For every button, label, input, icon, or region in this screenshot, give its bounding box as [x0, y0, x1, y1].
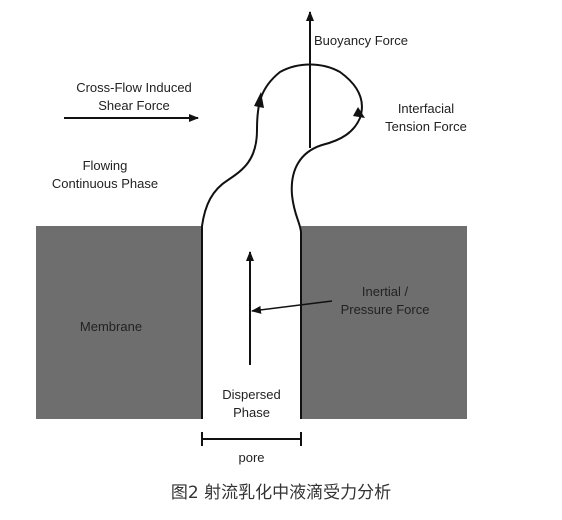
- membrane-label: Membrane: [79, 319, 143, 334]
- inertial-pressure-label-line2: Pressure Force: [340, 302, 430, 317]
- figure-caption: 图2 射流乳化中液滴受力分析: [170, 483, 392, 503]
- crossflow-shear-label-line2: Shear Force: [98, 98, 170, 113]
- membrane-left-block: [36, 226, 202, 419]
- membrane-right-block: [301, 226, 467, 419]
- flowing-continuous-phase-label-line2: Continuous Phase: [51, 176, 159, 191]
- buoyancy-force-label: Buoyancy Force: [314, 33, 408, 48]
- inertial-pointer-line: [251, 300, 333, 314]
- interfacial-tension-label-line2: Tension Force: [385, 119, 467, 134]
- interfacial-tension-label-line1: Interfacial: [397, 101, 455, 116]
- flowing-continuous-phase-label-line1: Flowing: [82, 158, 128, 173]
- dispersed-phase-label-line2: Phase: [233, 405, 270, 420]
- inertial-pressure-label-line1: Inertial /: [361, 284, 409, 299]
- droplet-surface-arrowhead-left: [254, 92, 264, 108]
- dispersed-phase-label-line1: Dispersed: [222, 387, 281, 402]
- droplet-surface-arrowhead-right: [353, 107, 365, 118]
- pore-label: pore: [238, 450, 265, 465]
- crossflow-shear-label-line1: Cross-Flow Induced: [76, 80, 192, 95]
- droplet-outline: [201, 63, 363, 419]
